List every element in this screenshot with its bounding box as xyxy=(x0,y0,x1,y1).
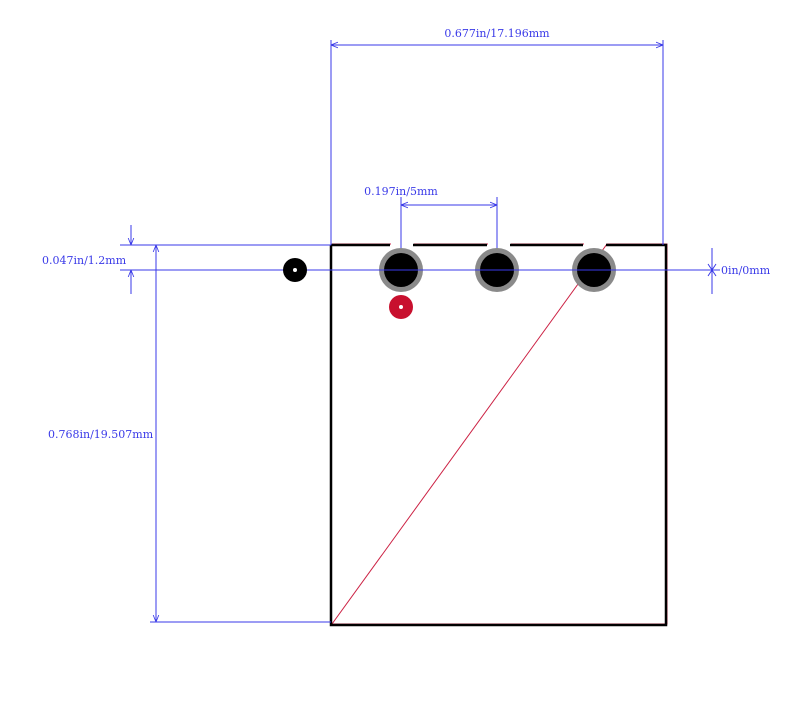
extension-lines xyxy=(120,40,720,623)
overall-width-label: 0.677in/17.196mm xyxy=(444,27,550,40)
pin-row-offset-label: 0in/0mm xyxy=(721,264,771,277)
pin1-marker xyxy=(389,295,413,319)
component-outline xyxy=(329,243,668,627)
mounting-hole xyxy=(283,258,307,282)
overall-height-label: 0.768in/19.507mm xyxy=(48,428,154,441)
dimension-labels: 0.677in/17.196mm 0.197in/5mm 0.047in/1.2… xyxy=(42,27,771,441)
dimension-lines xyxy=(131,45,717,622)
top-offset-label: 0.047in/1.2mm xyxy=(42,254,127,267)
pin-pitch-label: 0.197in/5mm xyxy=(364,185,438,198)
pin-row-offset-arrows xyxy=(707,263,717,277)
